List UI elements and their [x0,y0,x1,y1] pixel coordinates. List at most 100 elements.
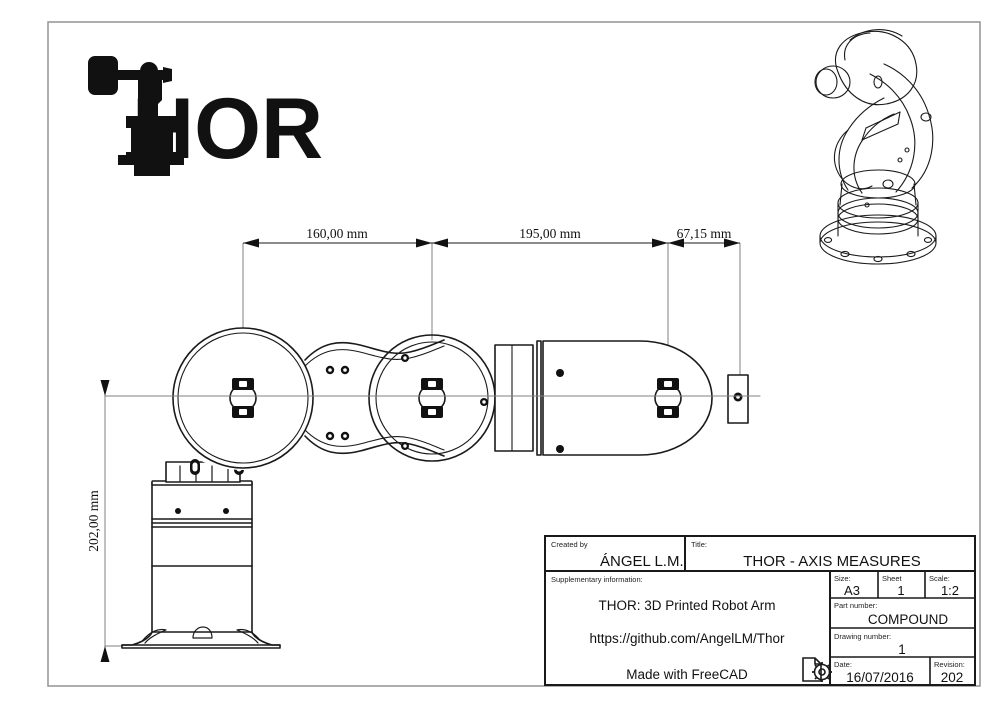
iso-wrist-cap [815,65,851,99]
size-label: Size: [834,574,851,583]
isometric-robot-view [814,29,937,265]
revision-value: 202 [941,670,964,685]
iso-base-cyl-top [837,187,919,219]
base-bolt-hole [223,508,229,514]
iso-wrist-bolt [873,75,883,89]
iso-upper-link-outer [883,63,934,189]
iso-flange-bolt [840,250,850,258]
date-label: Date: [834,660,852,669]
freecad-gear-hub-icon [818,668,826,676]
base-gusset-left [142,628,167,644]
logo-base-seg1-icon [126,116,178,128]
iso-flange-bolt [906,250,916,258]
dim-arrow-160-right [416,238,432,248]
logo-base-seg2-icon [131,128,173,152]
logo-base-flange-icon [118,155,184,165]
iso-forearm-strut [861,111,901,141]
logo-wordmark: HOR [132,81,323,177]
iso-flange-bolt [923,237,933,243]
thor-logo: HOR [88,56,323,177]
main-orthographic-view [104,327,761,649]
logo-joint-icon [140,62,158,80]
created-by-value: ÁNGEL L.M. [600,553,684,570]
drawing-number-value: 1 [898,642,906,657]
iso-small-bolt [904,147,910,153]
wrist-housing [542,340,713,456]
iso-upper-link-inner [869,73,916,193]
dim-label-160: 160,00 mm [306,226,368,241]
freecad-page-icon [802,657,822,682]
joint-center-3 [654,378,682,418]
arm-waist-bot-inner [304,429,445,451]
iso-flange-bolt [873,255,883,263]
supplementary-line-3: Made with FreeCAD [626,667,748,682]
right-lobe-inner [375,341,489,455]
sheet-value: 1 [897,583,904,598]
iso-small-bolt [864,202,870,208]
iso-wrist-top-arc [849,29,903,41]
sheet-label: Sheet [882,574,903,583]
wrist-bolt-hole [556,445,564,453]
dim-label-202: 202,00 mm [86,490,101,552]
iso-wrist-cap-inner [814,68,838,96]
logo-base-seg4-icon [134,163,170,176]
dim-arrow-202-top [100,380,110,396]
supplementary-line-2: https://github.com/AngelLM/Thor [589,631,785,646]
title-block: Created by ÁNGEL L.M. Title: THOR - AXIS… [544,535,976,686]
forearm-collar [494,344,534,452]
iso-link-bolt [920,112,932,122]
joint-centers [229,378,682,418]
scale-label: Scale: [929,574,950,583]
iso-turret-top [840,169,916,199]
iso-turret-bolt [882,179,894,189]
logo-hammer-tip-icon [163,67,172,83]
arm-body-fill [160,328,470,470]
iso-elbow-bulge [833,129,873,190]
iso-flange-edge [819,235,937,244]
base-center-boss [192,626,213,639]
scale-value: 1:2 [941,583,959,598]
dim-arrow-195-left [432,238,448,248]
iso-wrist-drum-seam [844,32,871,61]
part-number-label: Part number: [834,601,877,610]
arm-waist-top-outer [304,339,445,361]
logo-hammer-head-icon [88,56,118,95]
arm-waist-top-inner [304,345,445,367]
iso-base-cyl-ring2 [837,203,919,235]
dim-arrow-202-bottom [100,646,110,662]
freecad-gear-teeth-icon [812,662,832,682]
dim-label-6715: 67,15 mm [677,226,732,241]
drawing-number-label: Drawing number: [834,632,891,641]
sheet-border [47,21,981,687]
freecad-page-fold-icon [814,658,821,665]
waist-fasteners [325,354,488,450]
created-by-label: Created by [551,540,588,549]
arm-waist-bot-outer [304,435,445,457]
iso-forearm-strut-cap [861,111,901,141]
dim-arrow-160-left [243,238,259,248]
supplementary-label: Supplementary information: [551,575,643,584]
left-lobe-inner [177,332,309,464]
base-bolt-hole [175,508,181,514]
dim-arrow-6715-right [724,238,740,248]
dim-label-195: 195,00 mm [519,226,581,241]
dim-arrow-195-right [652,238,668,248]
revision-label: Revision: [934,660,965,669]
title-value: THOR - AXIS MEASURES [743,553,921,570]
title-block-frame [544,535,976,686]
forearm-gasket [536,340,542,456]
joint-center-1 [229,378,257,418]
iso-small-bolt [897,157,903,163]
size-value: A3 [844,583,860,598]
base-gusset-right [236,628,261,644]
dim-arrow-6715-left [668,238,684,248]
iso-wrist-drum [834,30,918,106]
supplementary-line-1: THOR: 3D Printed Robot Arm [598,598,775,613]
joint-center-2 [418,378,446,418]
title-label: Title: [691,540,707,549]
left-lobe-outer [172,327,314,469]
freecad-logo [802,657,832,682]
wrist-bolt-hole [556,369,564,377]
date-value: 16/07/2016 [846,670,914,685]
